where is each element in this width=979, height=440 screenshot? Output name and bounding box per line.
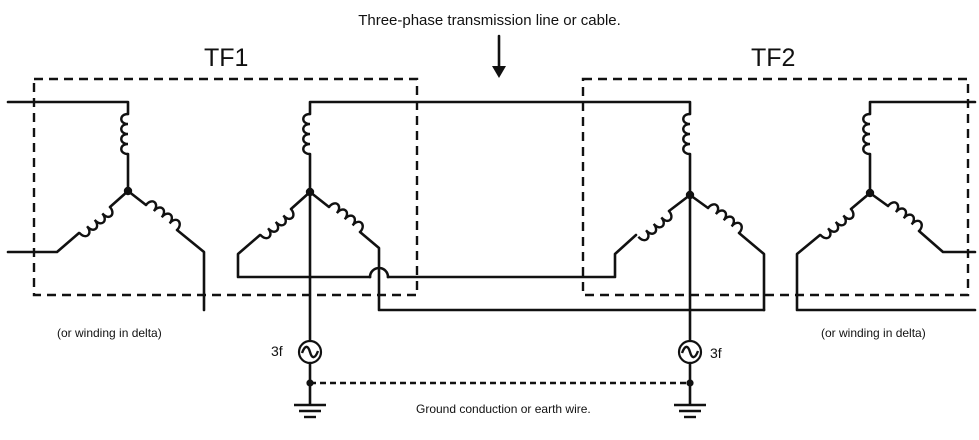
tf2-right-winding: [795, 100, 977, 312]
ground-symbol-left: [294, 403, 326, 419]
tf1-right-winding: [236, 100, 766, 344]
source-label-left: 3f: [271, 343, 283, 359]
tf1-left-winding: [6, 100, 206, 312]
diagram-title: Three-phase transmission line or cable.: [358, 12, 621, 29]
ac-source-left: [297, 339, 323, 365]
ground-label: Ground conduction or earth wire.: [416, 402, 591, 416]
tf1-box: [32, 77, 419, 297]
ground-return-path: [306, 361, 694, 406]
delta-note-right: (or winding in delta): [821, 326, 926, 340]
tf2-left-winding: [637, 112, 766, 344]
ground-symbol-right: [674, 403, 706, 419]
ac-source-right: [677, 339, 703, 365]
tf1-label: TF1: [204, 44, 249, 72]
delta-note-left: (or winding in delta): [57, 326, 162, 340]
tf2-label: TF2: [751, 44, 796, 72]
arrow-indicator: [492, 34, 506, 78]
source-label-right: 3f: [710, 345, 722, 361]
tf2-box: [581, 77, 970, 297]
